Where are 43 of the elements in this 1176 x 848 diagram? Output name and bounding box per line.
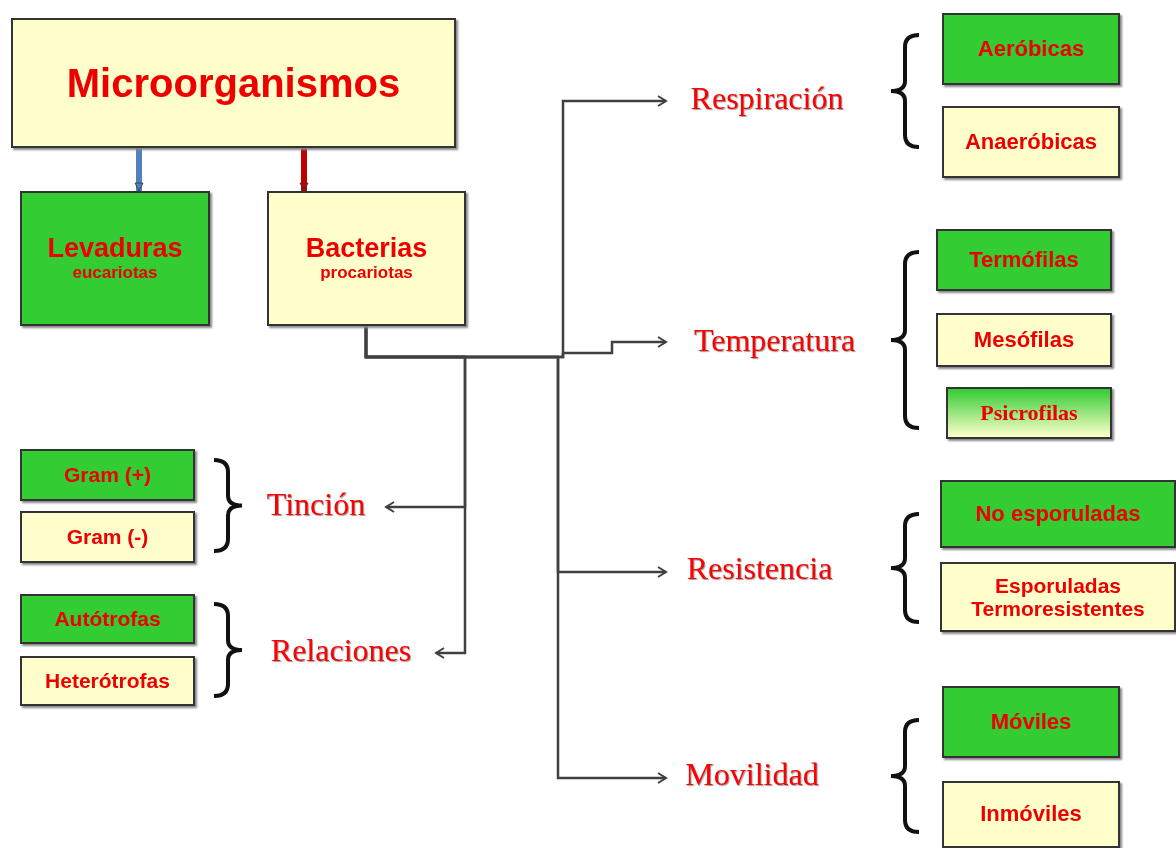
- box-title: Inmóviles: [980, 802, 1082, 827]
- category-box: [940, 562, 1176, 632]
- category-box: [942, 106, 1120, 178]
- category-box: [20, 656, 195, 706]
- box-title: Termófilas: [969, 247, 1079, 273]
- category-box: [20, 449, 195, 501]
- category-label: Respiración: [690, 81, 844, 117]
- category-box: [20, 594, 195, 644]
- category-box: [942, 686, 1120, 758]
- box-title: No esporuladas: [975, 501, 1141, 527]
- box-subtitle: procariotas: [320, 264, 413, 283]
- category-box: [267, 191, 466, 326]
- category-box: [11, 18, 456, 148]
- box-subtitle: eucariotas: [72, 264, 158, 283]
- category-box: [936, 313, 1112, 367]
- category-box: [942, 13, 1120, 85]
- arrow: [134, 148, 144, 192]
- box-title: Microorganismos: [66, 61, 401, 105]
- category-label: Resistencia: [686, 551, 833, 587]
- box-title: Gram (-): [66, 525, 149, 549]
- category-box: [20, 511, 195, 563]
- category-label: Movilidad: [685, 757, 819, 793]
- box-title: Esporuladas Termoresistentes: [970, 573, 1146, 621]
- category-box: [946, 387, 1112, 439]
- arrow: [364, 326, 667, 784]
- category-label: Relaciones: [270, 633, 412, 669]
- category-label: Tinción: [266, 487, 366, 523]
- box-title: Bacterias: [305, 234, 428, 264]
- category-box: [942, 781, 1120, 848]
- category-box: [936, 229, 1112, 291]
- box-title: Levaduras: [47, 234, 183, 264]
- box-title: Aeróbicas: [977, 36, 1085, 62]
- box-title: Móviles: [990, 709, 1072, 735]
- category-box: [940, 480, 1176, 548]
- box-title: Anaeróbicas: [964, 129, 1098, 155]
- category-label: Temperatura: [693, 323, 856, 359]
- box-title: Heterótrofas: [45, 669, 170, 693]
- box-title: Mesófilas: [973, 327, 1075, 353]
- box-title: Gram (+): [64, 463, 151, 487]
- box-title: Autótrofas: [54, 607, 161, 631]
- box-title: Psicrofilas: [980, 400, 1078, 426]
- arrow: [299, 148, 309, 192]
- category-box: [20, 191, 210, 326]
